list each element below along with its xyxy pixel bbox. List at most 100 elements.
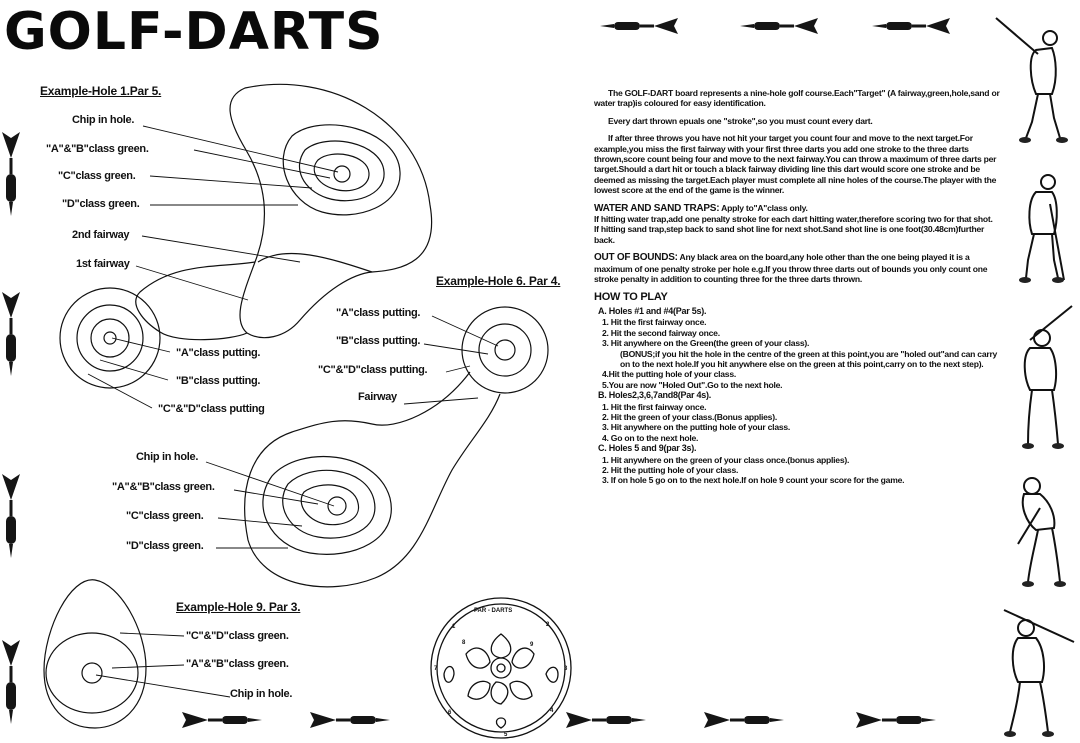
- hole6-green-ab: [300, 484, 360, 526]
- hole9-title: Example-Hole 9. Par 3.: [176, 600, 301, 614]
- hole6-diagram: [205, 306, 549, 588]
- golfer-icon: [995, 17, 1068, 143]
- dart-icon: [704, 712, 784, 728]
- hole1-putting-d: [59, 287, 161, 389]
- hole9-label-cd-green: "C"&"D"class green.: [186, 630, 289, 642]
- hole1-label-a-putting: "A"class putting.: [176, 347, 261, 359]
- hole1-label-ab-green: "A"&"B"class green.: [46, 143, 149, 155]
- svg-text:1: 1: [452, 624, 456, 630]
- rules-c2: 2. Hit the putting hole of your class.: [602, 465, 739, 475]
- hole6-putting-b: [478, 323, 532, 377]
- hole1-green-d: [282, 124, 401, 216]
- dart-icon: [2, 292, 20, 376]
- hole1-label-2nd-fairway: 2nd fairway: [72, 229, 130, 241]
- hole1-outer-fairway: [229, 83, 433, 339]
- hole6-label-d-green: "D"class green.: [126, 540, 204, 552]
- dart-icon: [182, 712, 262, 728]
- rules-intro: The GOLF-DART board represents a nine-ho…: [594, 88, 1000, 109]
- board-label: PAR - DARTS: [474, 608, 512, 614]
- hole6-label-fairway: Fairway: [358, 391, 397, 403]
- hole1-putting-a: [103, 331, 117, 345]
- hole1-green-ab: [313, 153, 370, 192]
- rules-water-line: WATER AND SAND TRAPS: Apply to"A"class o…: [594, 203, 1002, 214]
- rules-water-2: If hitting sand trap,step back to sand s…: [594, 224, 985, 245]
- course-diagrams: [43, 83, 549, 729]
- golfer-icon: [1019, 174, 1065, 283]
- hole9-diagram: [43, 579, 231, 729]
- dart-icon: [2, 132, 20, 216]
- hole6-label-ab-green: "A"&"B"class green.: [112, 481, 215, 493]
- rules-a4: 4.Hit the putting hole of your class.: [602, 369, 736, 380]
- hole6-green-d: [262, 456, 392, 555]
- hole1-putting-c: [76, 304, 144, 372]
- dart-icon: [740, 18, 818, 34]
- hole1-fairway-neck: [135, 261, 256, 341]
- hole6-chip-hole: [327, 496, 347, 516]
- rules-section-a: A. Holes #1 and #4(Par 5s).: [598, 305, 707, 316]
- svg-text:6: 6: [448, 710, 452, 716]
- dart-icon: [600, 18, 678, 34]
- rules-b2: 2. Hit the green of your class.(Bonus ap…: [602, 411, 777, 422]
- hole9-green-ab: [45, 632, 139, 714]
- rules-oob: OUT OF BOUNDS: Any black area on the boa…: [594, 252, 1002, 284]
- hole1-green-c: [298, 140, 385, 202]
- rules-water-head: WATER AND SAND TRAPS:: [594, 202, 720, 214]
- rules-a5: 5.You are now "Holed Out".Go to the next…: [602, 379, 783, 390]
- hole6-title: Example-Hole 6. Par 4.: [436, 274, 561, 288]
- hole1-title: Example-Hole 1.Par 5.: [40, 84, 162, 98]
- dart-icon: [856, 712, 936, 728]
- hole1-chip-hole: [333, 165, 351, 183]
- rules-how-to-play: HOW TO PLAY: [594, 290, 668, 303]
- rules-a2: 2. Hit the second fairway once.: [602, 327, 720, 338]
- dartboard-illustration: PAR - DARTS 1 2 3 4 5 6 7 8 9: [430, 597, 572, 739]
- rules-section-b: B. Holes2,3,6,7and8(Par 4s).: [598, 390, 712, 401]
- golfer-icon: [1022, 305, 1073, 449]
- svg-text:4: 4: [550, 708, 554, 714]
- hole6-label-a-putting: "A"class putting.: [336, 307, 421, 319]
- hole9-chip-hole: [81, 662, 103, 684]
- svg-text:5: 5: [504, 732, 508, 738]
- rules-a3-note: (BONUS;if you hit the hole in the centre…: [620, 348, 998, 369]
- hole6-label-c-green: "C"class green.: [126, 510, 204, 522]
- hole1-label-c-green: "C"class green.: [58, 170, 136, 182]
- rules-stroke: Every dart thrown epuals one "stroke",so…: [608, 115, 873, 126]
- rules-c1: 1. Hit anywhere on the green of your cla…: [602, 454, 850, 465]
- svg-text:7: 7: [434, 666, 438, 672]
- hole1-label-b-putting: "B"class putting.: [176, 375, 261, 387]
- hole6-putting-a: [494, 339, 516, 361]
- rules-b1: 1. Hit the first fairway once.: [602, 401, 707, 412]
- rules-b4: 4. Go on to the next hole.: [602, 432, 699, 443]
- hole1-label-d-green: "D"class green.: [62, 198, 140, 210]
- svg-text:3: 3: [564, 666, 568, 672]
- dart-icon: [2, 474, 20, 558]
- hole6-label-cd-putting: "C"&"D"class putting.: [318, 364, 428, 376]
- rules-oob-text: Any black area on the board,any hole oth…: [594, 252, 988, 285]
- dart-icon: [566, 712, 646, 728]
- hole1-label-cd-putting: "C"&"D"class putting: [158, 403, 265, 415]
- rules-text: The GOLF-DART board represents a nine-ho…: [594, 88, 1002, 486]
- hole6-putting-c: [461, 306, 549, 394]
- rules-section-c: C. Holes 5 and 9(par 3s).: [598, 443, 697, 454]
- golfer-icon: [1003, 609, 1075, 737]
- dart-icon: [310, 712, 390, 728]
- dart-icon: [872, 18, 950, 34]
- hole1-putting-b: [90, 318, 130, 358]
- hole6-label-chip: Chip in hole.: [136, 451, 199, 463]
- rules-oob-head: OUT OF BOUNDS:: [594, 252, 678, 264]
- hole9-green-cd: [43, 579, 147, 729]
- hole6-label-b-putting: "B"class putting.: [336, 335, 421, 347]
- hole6-fairway: [244, 371, 501, 588]
- rules-c3: 3. If on hole 5 go on to the next hole.I…: [602, 475, 905, 486]
- svg-text:9: 9: [530, 642, 534, 648]
- golfer-icon: [1017, 477, 1066, 587]
- rules-b3: 3. Hit anywhere on the putting hole of y…: [602, 422, 791, 433]
- rules-miss: If after three throws you have not hit y…: [594, 133, 997, 196]
- svg-text:2: 2: [546, 622, 550, 628]
- hole9-label-ab-green: "A"&"B"class green.: [186, 658, 289, 670]
- rules-water-tail: Apply to"A"class only.: [719, 202, 808, 213]
- rules-a3: 3. Hit anywhere on the Green(the green o…: [602, 338, 810, 349]
- svg-text:8: 8: [462, 640, 466, 646]
- hole1-label-1st-fairway: 1st fairway: [76, 258, 130, 270]
- hole1-label-chip: Chip in hole.: [72, 114, 135, 126]
